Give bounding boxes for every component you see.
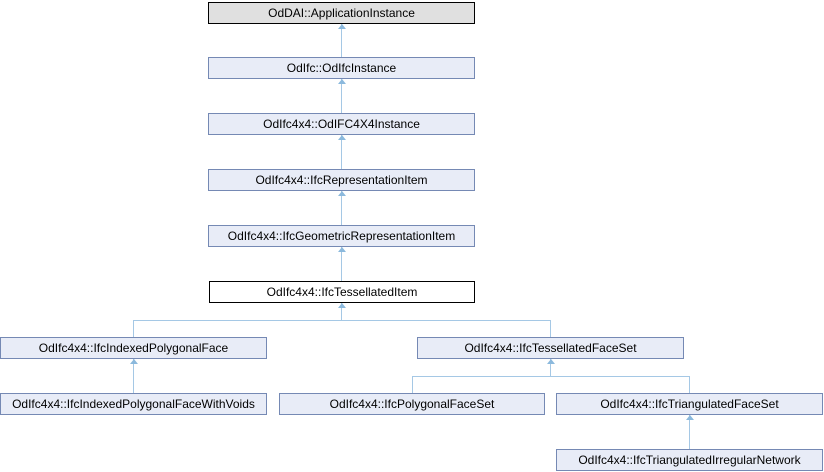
edge-line	[341, 191, 342, 225]
edge-line	[341, 135, 342, 169]
class-node-ifctessellatedfaceset[interactable]: OdIfc4x4::IfcTessellatedFaceSet	[417, 337, 684, 359]
class-node-ifctriangulatedirregularnetwork[interactable]: OdIfc4x4::IfcTriangulatedIrregularNetwor…	[556, 449, 823, 471]
edge-line	[341, 303, 342, 320]
edge-line	[550, 320, 551, 337]
class-node-ifctriangulatedfaceset[interactable]: OdIfc4x4::IfcTriangulatedFaceSet	[556, 393, 823, 415]
edge-arrow-up-icon	[338, 24, 346, 29]
edge-line	[133, 359, 134, 393]
edge-arrow-up-icon	[338, 135, 346, 140]
edge-arrow-up-icon	[130, 359, 138, 364]
edge-arrow-up-icon	[686, 415, 694, 420]
edge-line	[341, 24, 342, 57]
edge-line	[550, 359, 551, 376]
edge-rail	[133, 320, 551, 321]
edge-line	[412, 376, 413, 393]
class-node-applicationinstance: OdDAI::ApplicationInstance	[208, 2, 475, 24]
class-node-ifcindexedpolygonalfacewithvoids[interactable]: OdIfc4x4::IfcIndexedPolygonalFaceWithVoi…	[0, 393, 267, 415]
edge-arrow-up-icon	[338, 79, 346, 84]
edge-line	[341, 247, 342, 281]
edge-line	[689, 415, 690, 449]
edge-line	[689, 376, 690, 393]
edge-arrow-up-icon	[338, 191, 346, 196]
class-node-ifcgeometricrepresentationitem[interactable]: OdIfc4x4::IfcGeometricRepresentationItem	[208, 225, 475, 247]
edge-arrow-up-icon	[338, 303, 346, 308]
edge-arrow-up-icon	[338, 247, 346, 252]
class-node-odifc4x4instance[interactable]: OdIfc4x4::OdIFC4X4Instance	[208, 113, 475, 135]
class-node-odifcinstance[interactable]: OdIfc::OdIfcInstance	[208, 57, 475, 79]
class-node-ifcindexedpolygonalface[interactable]: OdIfc4x4::IfcIndexedPolygonalFace	[0, 337, 267, 359]
edge-line	[133, 320, 134, 337]
edge-arrow-up-icon	[547, 359, 555, 364]
class-node-ifctessellateditem-current: OdIfc4x4::IfcTessellatedItem	[209, 281, 475, 303]
class-node-ifcpolygonalfaceset[interactable]: OdIfc4x4::IfcPolygonalFaceSet	[279, 393, 545, 415]
class-node-ifcrepresentationitem[interactable]: OdIfc4x4::IfcRepresentationItem	[208, 169, 475, 191]
edge-rail	[412, 376, 690, 377]
edge-line	[341, 79, 342, 113]
